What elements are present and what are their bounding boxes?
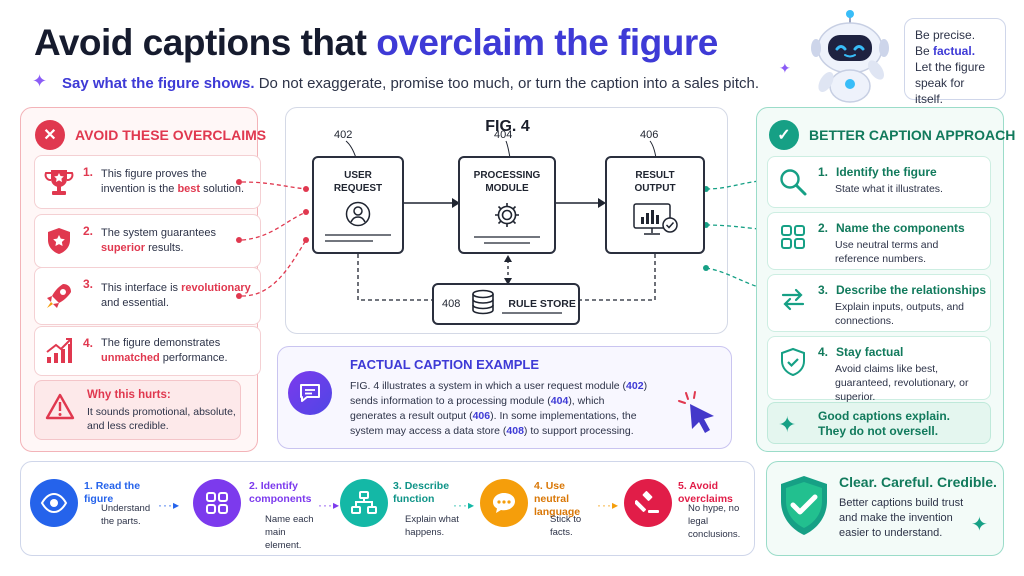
sparkle-icon: ✦ xyxy=(778,412,796,438)
step-body: Stick to facts. xyxy=(550,513,600,539)
rule-store-label: RULE STORE xyxy=(508,298,575,311)
step-arrow: ···▸ xyxy=(318,498,340,512)
box-label: OUTPUT xyxy=(607,182,703,195)
good-captions-line1: Good captions explain. xyxy=(818,409,950,424)
database-icon xyxy=(468,287,498,321)
caption-example-heading: FACTUAL CAPTION EXAMPLE xyxy=(350,357,539,372)
better-item-title: Stay factual xyxy=(836,345,903,359)
gear-icon xyxy=(460,201,554,233)
better-item-body: State what it illustrates. xyxy=(835,182,985,196)
step-body: Understand the parts. xyxy=(101,502,159,528)
final-title: Clear. Careful. Credible. xyxy=(839,474,997,490)
step-arrow: ···▸ xyxy=(453,498,475,512)
better-item-title: Describe the relationships xyxy=(836,283,986,297)
check-circle-icon: ✓ xyxy=(769,120,799,150)
better-item-title: Name the components xyxy=(836,221,965,235)
step-arrow: ···▸ xyxy=(158,498,180,512)
eye-icon xyxy=(30,479,78,527)
figure-ref-406: 406 xyxy=(640,129,658,141)
figure-ref-408: 408 xyxy=(442,298,460,311)
caption-example-text: FIG. 4 illustrates a system in which a u… xyxy=(350,379,650,439)
step-body: No hype, no legal conclusions. xyxy=(688,502,752,541)
step-title: 3. Describe function xyxy=(393,480,458,506)
final-card: Clear. Careful. Credible. Better caption… xyxy=(766,461,1004,556)
chat-bubble-icon xyxy=(288,371,332,415)
better-heading: ✓ BETTER CAPTION APPROACH xyxy=(769,120,1015,150)
better-item: 4.Stay factual Avoid claims like best, g… xyxy=(767,336,991,400)
box-label: RESULT xyxy=(607,169,703,182)
processing-module-box: PROCESSING MODULE xyxy=(458,156,556,254)
step-body: Explain what happens. xyxy=(405,513,463,539)
good-captions-box: ✦ Good captions explain. They do not ove… xyxy=(767,402,991,444)
gavel-icon xyxy=(624,479,672,527)
text-lines-icon xyxy=(500,310,564,316)
better-approach-panel: ✓ BETTER CAPTION APPROACH 1.Identify the… xyxy=(756,107,1004,452)
step-title: 2. Identify components xyxy=(249,480,321,506)
shield-check-icon xyxy=(776,347,810,377)
hierarchy-icon xyxy=(340,479,388,527)
user-icon xyxy=(314,201,402,231)
result-output-box: RESULT OUTPUT xyxy=(605,156,705,254)
cursor-click-icon xyxy=(676,389,722,444)
better-item-body: Explain inputs, outputs, and connections… xyxy=(835,300,985,328)
box-label: PROCESSING xyxy=(460,169,554,182)
grid-icon xyxy=(776,223,810,251)
figure-ref-404: 404 xyxy=(494,129,512,141)
user-request-box: USER REQUEST xyxy=(312,156,404,254)
shield-check-icon xyxy=(777,474,831,543)
better-item-body: Avoid claims like best, guaranteed, revo… xyxy=(835,362,985,404)
rule-store-box: 408 RULE STORE xyxy=(432,283,580,325)
box-label: REQUEST xyxy=(314,182,402,195)
caption-example-panel: FACTUAL CAPTION EXAMPLE FIG. 4 illustrat… xyxy=(277,346,732,449)
grid-icon xyxy=(193,479,241,527)
box-label: USER xyxy=(314,169,402,182)
better-item: 2.Name the components Use neutral terms … xyxy=(767,212,991,270)
better-item-title: Identify the figure xyxy=(836,165,937,179)
speech-icon xyxy=(480,479,528,527)
magnifier-icon xyxy=(776,167,810,197)
better-item: 1.Identify the figure State what it illu… xyxy=(767,156,991,208)
sparkle-icon: ✦ xyxy=(971,512,988,537)
better-item: 3.Describe the relationships Explain inp… xyxy=(767,274,991,332)
monitor-check-icon xyxy=(607,201,703,241)
good-captions-line2: They do not oversell. xyxy=(818,424,950,439)
step-arrow: ···▸ xyxy=(597,498,619,512)
box-label: MODULE xyxy=(460,182,554,195)
better-heading-text: BETTER CAPTION APPROACH xyxy=(809,127,1015,143)
better-item-body: Use neutral terms and reference numbers. xyxy=(835,238,985,266)
figure-ref-402: 402 xyxy=(334,129,352,141)
final-body: Better captions build trust and make the… xyxy=(839,496,967,541)
text-lines-icon xyxy=(472,233,542,247)
text-lines-icon xyxy=(323,231,393,245)
swap-arrows-icon xyxy=(776,285,810,313)
step-body: Name each main element. xyxy=(265,513,321,552)
